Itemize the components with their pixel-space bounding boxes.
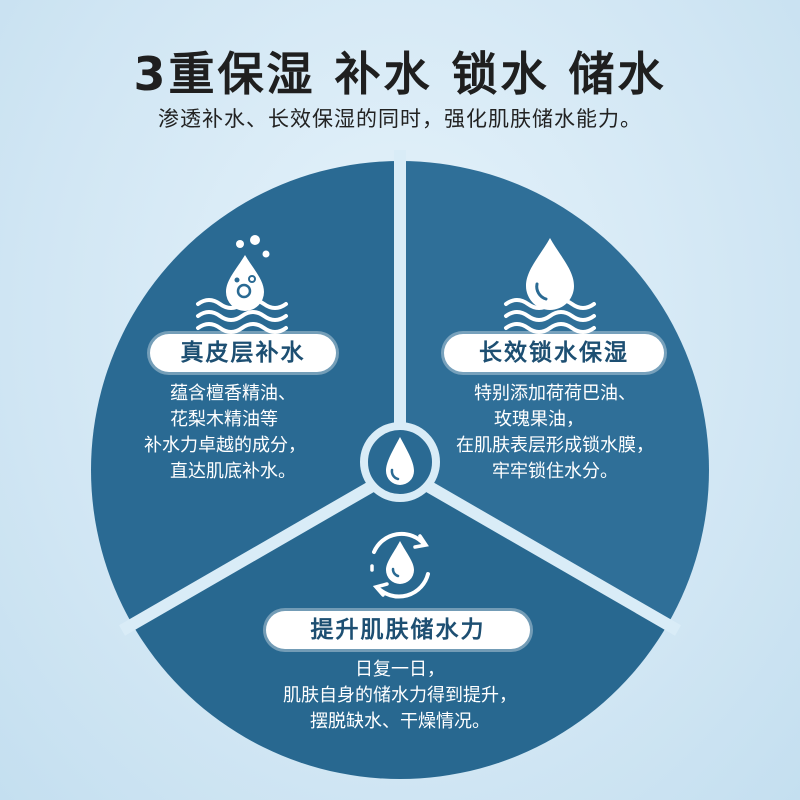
description-line: 蕴含檀香精油、 bbox=[170, 383, 296, 404]
page-subtitle: 渗透补水、长效保湿的同时，强化肌肤储水能力。 bbox=[158, 107, 642, 131]
description-line: 补水力卓越的成分， bbox=[144, 435, 306, 456]
description-line: 直达肌底补水。 bbox=[170, 461, 296, 482]
description-line: 在肌肤表层形成锁水膜， bbox=[456, 435, 654, 456]
description-line: 日复一日， bbox=[355, 659, 445, 680]
description-line: 玫瑰果油， bbox=[494, 409, 584, 430]
description-line: 肌肤自身的储水力得到提升， bbox=[283, 685, 517, 706]
water-drop-waves-icon bbox=[504, 238, 596, 334]
page-title: 3重保湿 补水 锁水 储水 bbox=[133, 47, 667, 101]
description-line: 牢牢锁住水分。 bbox=[492, 461, 618, 482]
segment-label-water-storage: 提升肌肤储水力 bbox=[266, 611, 530, 649]
water-drop-bubbles-icon bbox=[196, 235, 288, 334]
segment-label-dermis-hydration: 真皮层补水 bbox=[150, 334, 336, 372]
center-drop-icon bbox=[360, 422, 440, 502]
segment-label-long-lasting-moisture: 长效锁水保湿 bbox=[444, 334, 664, 372]
water-drop-cycle-icon bbox=[370, 531, 430, 599]
description-line: 摆脱缺水、干燥情况。 bbox=[310, 711, 490, 732]
segment-description-storage: 日复一日， 肌肤自身的储水力得到提升， 摆脱缺水、干燥情况。 bbox=[240, 657, 560, 735]
segment-description-dermis: 蕴含檀香精油、 花梨木精油等 补水力卓越的成分， 直达肌底补水。 bbox=[130, 381, 390, 485]
segment-dividers bbox=[119, 150, 681, 636]
segment-description-moisture: 特别添加荷荷巴油、 玫瑰果油， 在肌肤表层形成锁水膜， 牢牢锁住水分。 bbox=[420, 381, 690, 485]
description-line: 花梨木精油等 bbox=[170, 409, 278, 430]
description-line: 特别添加荷荷巴油、 bbox=[474, 383, 636, 404]
